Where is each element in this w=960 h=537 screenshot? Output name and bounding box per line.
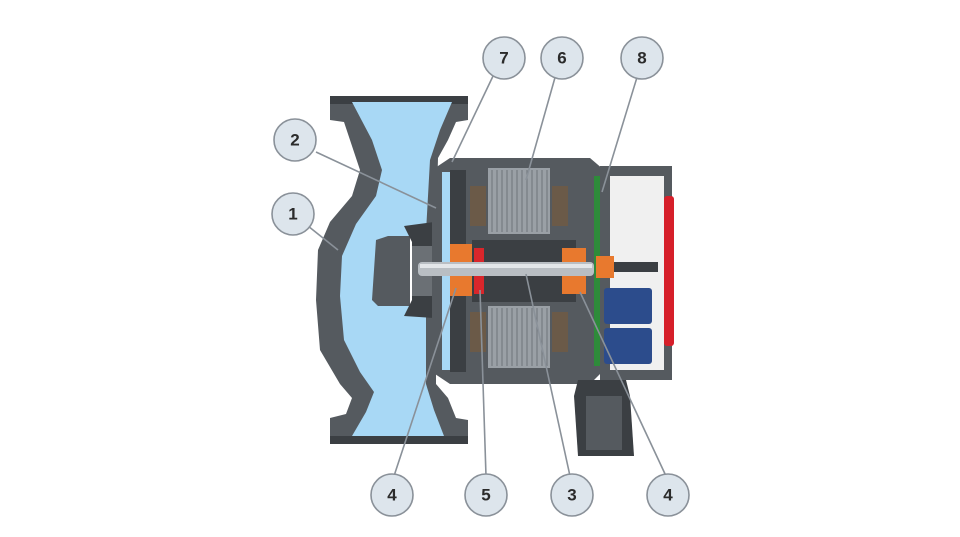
- winding-top-right: [552, 186, 568, 226]
- callout-6: 6: [540, 36, 584, 80]
- callout-1-label: 1: [288, 205, 297, 224]
- leader-lines: [307, 73, 667, 477]
- callout-5: 5: [464, 473, 508, 517]
- leader-1: [307, 225, 339, 251]
- winding-bottom-right: [552, 312, 568, 352]
- leader-2: [315, 151, 437, 209]
- callout-4-right: 4: [646, 473, 690, 517]
- callout-2: 2: [273, 118, 317, 162]
- leader-4b: [579, 291, 667, 477]
- leader-5: [479, 289, 487, 477]
- terminal-box: [574, 166, 674, 456]
- leader-8: [601, 73, 639, 193]
- callout-5-label: 5: [481, 486, 490, 505]
- leader-6: [525, 73, 557, 181]
- callout-3-label: 3: [567, 486, 576, 505]
- callout-7-label: 7: [499, 49, 508, 68]
- callout-7: 7: [482, 36, 526, 80]
- callout-1: 1: [271, 192, 315, 236]
- callout-3: 3: [550, 473, 594, 517]
- winding-bottom-left: [470, 312, 486, 352]
- callout-2-label: 2: [290, 131, 299, 150]
- motor-housing: [418, 158, 604, 384]
- leader-7: [451, 73, 495, 163]
- capacitor-top: [604, 288, 652, 324]
- callout-4-left-label: 4: [387, 486, 397, 505]
- callout-6-label: 6: [557, 49, 566, 68]
- cover-accent: [664, 196, 674, 346]
- pump-body: [316, 96, 468, 444]
- callout-4-right-label: 4: [663, 486, 673, 505]
- capacitor-bottom: [604, 328, 652, 364]
- callout-4-left: 4: [370, 473, 414, 517]
- water-channel: [340, 102, 452, 436]
- winding-top-left: [470, 186, 486, 226]
- callout-8: 8: [620, 36, 664, 80]
- callout-8-label: 8: [637, 49, 646, 68]
- leader-4a: [393, 287, 457, 477]
- leader-3: [525, 273, 571, 477]
- stator-laminations-top: [488, 168, 550, 234]
